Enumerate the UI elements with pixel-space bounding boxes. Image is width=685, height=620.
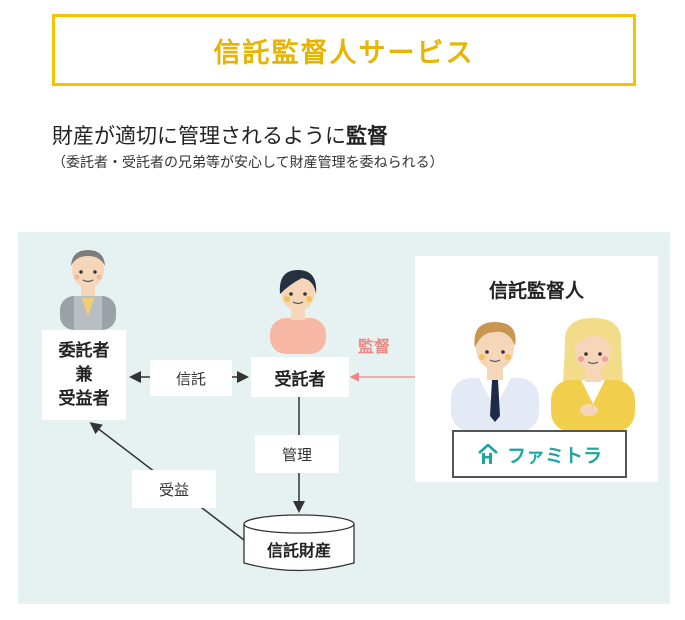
and-label: 兼 [75,365,93,385]
trust-property-label-wrap: 信託財産 [244,532,354,566]
heading-bold: 監督 [346,124,388,148]
supervisor-panel: 信託監督人 ファミトラ [415,256,658,482]
famitra-logo-text: ファミトラ [506,444,602,467]
trustee-box: 受託者 [251,357,349,397]
trust-property-label: 信託財産 [266,541,331,560]
benefit-label-box: 受益 [132,470,216,508]
title-box: 信託監督人サービス [52,14,636,86]
trustee-label: 受託者 [274,369,326,390]
elderly-man-icon [60,250,116,330]
page-title: 信託監督人サービス [213,37,475,69]
manage-label: 管理 [281,445,312,464]
trust-label: 信託 [175,369,206,388]
settlor-beneficiary-box: 委託者 兼 受益者 [42,330,126,420]
supervisor-woman-icon [551,318,635,432]
supervisor-title: 信託監督人 [488,280,584,302]
settlor-label: 委託者 [58,341,110,361]
famitra-logo-box: ファミトラ [452,430,627,478]
heading-main: 財産が適切に管理されるように [52,124,346,148]
supervisor-man-icon [451,322,539,432]
famitra-logo-icon [478,443,498,464]
subnote: （委託者・受託者の兄弟等が安心して財産管理を委ねられる） [52,155,444,171]
supervise-label: 監督 [358,337,391,356]
trust-property-cylinder [243,514,355,572]
heading: 財産が適切に管理されるように監督 [52,120,388,150]
manage-label-box: 管理 [255,435,339,473]
trustee-person-icon [270,270,326,354]
benefit-label: 受益 [158,480,189,499]
beneficiary-label: 受益者 [58,389,110,409]
trust-label-box: 信託 [150,360,232,396]
